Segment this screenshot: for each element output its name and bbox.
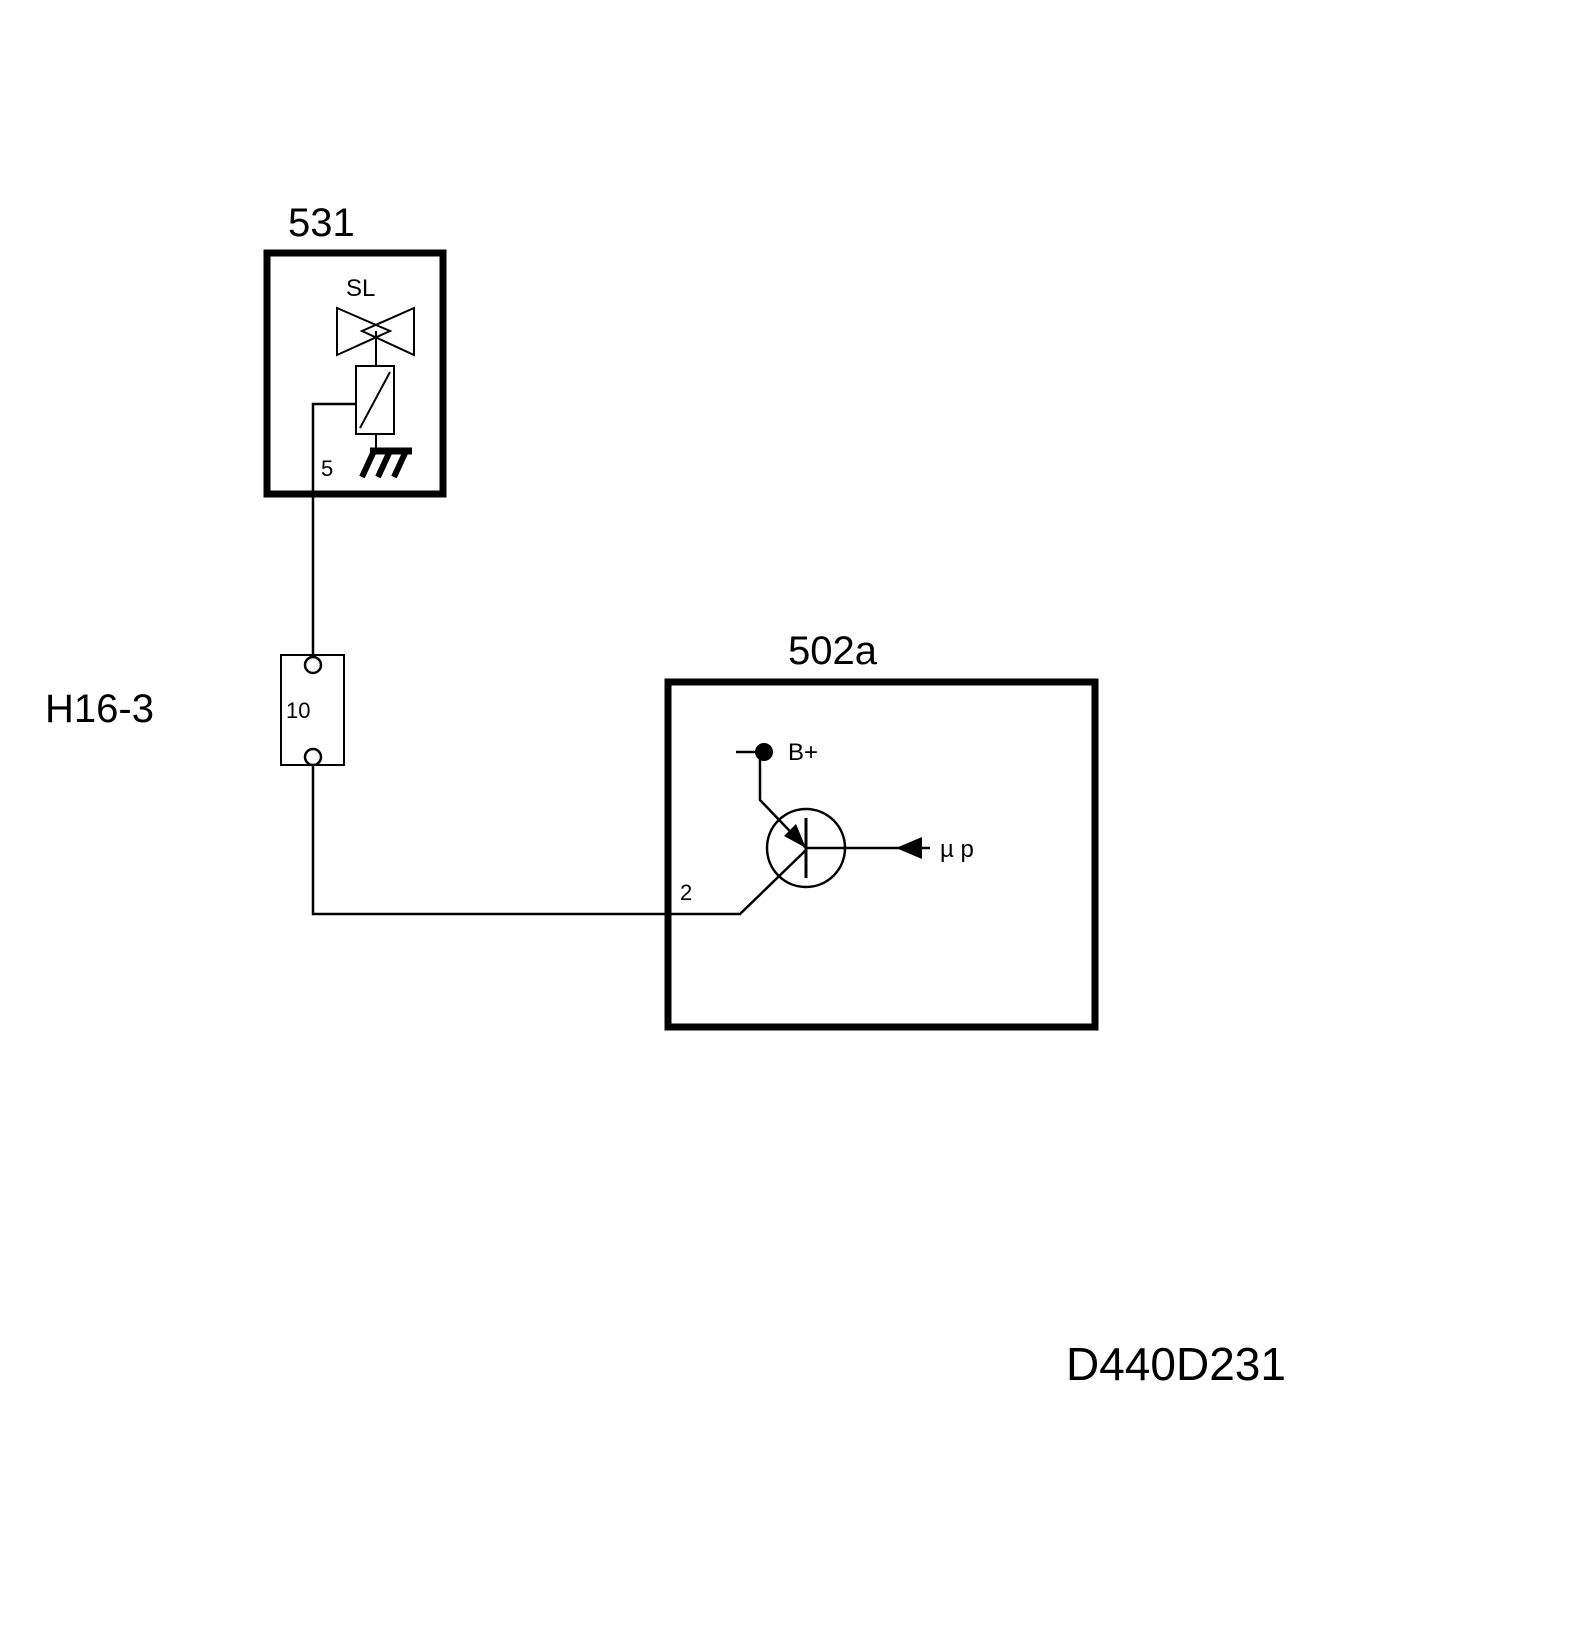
transistor-icon [758, 752, 930, 889]
input-label: µ p [940, 836, 974, 863]
supply-label: B+ [788, 739, 818, 766]
wire-connector-to-502a [311, 765, 807, 916]
pin-5-label: 5 [321, 456, 333, 481]
pin-2-label: 2 [680, 880, 692, 905]
supply-terminal-icon [736, 743, 773, 761]
ground-icon [359, 447, 412, 479]
component-502a: 502a 2 B+ µ p [664, 629, 1099, 1031]
connector-top-terminal [303, 655, 323, 675]
component-531-box [263, 249, 447, 498]
valve-symbol-label: SL [346, 275, 375, 302]
drawing-code: D440D231 [1066, 1338, 1286, 1390]
solenoid-coil-icon [355, 365, 395, 450]
connector-bottom-terminal [303, 747, 323, 767]
connector-pin-label: 10 [286, 698, 310, 723]
connector-h16-3: H16-3 10 [45, 654, 345, 767]
valve-icon [336, 306, 415, 366]
connector-label: H16-3 [45, 687, 154, 731]
component-502a-box [664, 678, 1099, 1031]
component-502a-label: 502a [788, 629, 878, 673]
component-531-label: 531 [288, 201, 355, 245]
coil-wire [311, 402, 356, 494]
component-531: 531 SL 5 [263, 201, 447, 498]
